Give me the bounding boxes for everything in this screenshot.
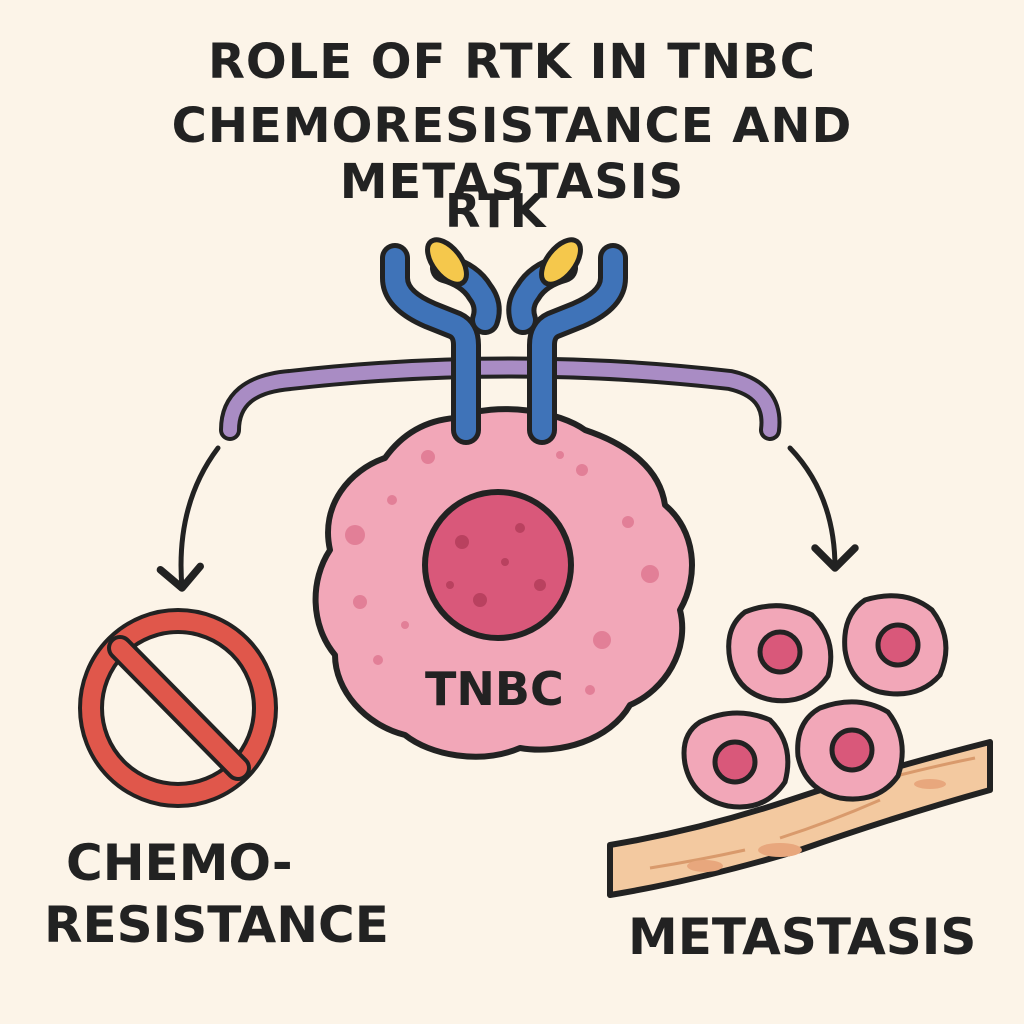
tumor-cell (842, 593, 949, 697)
rtk-receptor-icon (380, 237, 628, 445)
rtk-label: RTK (445, 184, 546, 238)
chemoresistance-label-line-1: CHEMO- (66, 834, 293, 892)
title-line-2: CHEMORESISTANCE AND METASTASIS (171, 98, 853, 210)
tumor-cell (726, 603, 834, 704)
tumor-cell-cluster-icon (681, 593, 949, 810)
arrow-to-metastasis (787, 445, 859, 572)
arrow-to-chemoresistance (156, 445, 221, 592)
chemoresistance-label-line-2: RESISTANCE (44, 896, 389, 954)
metastasis-label: METASTASIS (628, 908, 977, 966)
cell-membrane (219, 356, 782, 441)
no-entry-icon (78, 608, 278, 808)
tnbc-cell-icon (312, 406, 695, 760)
tumor-cell (681, 710, 791, 810)
tumor-cell (795, 699, 905, 802)
tnbc-label: TNBC (425, 662, 564, 716)
title-line-1: ROLE OF RTK IN TNBC (207, 34, 817, 90)
